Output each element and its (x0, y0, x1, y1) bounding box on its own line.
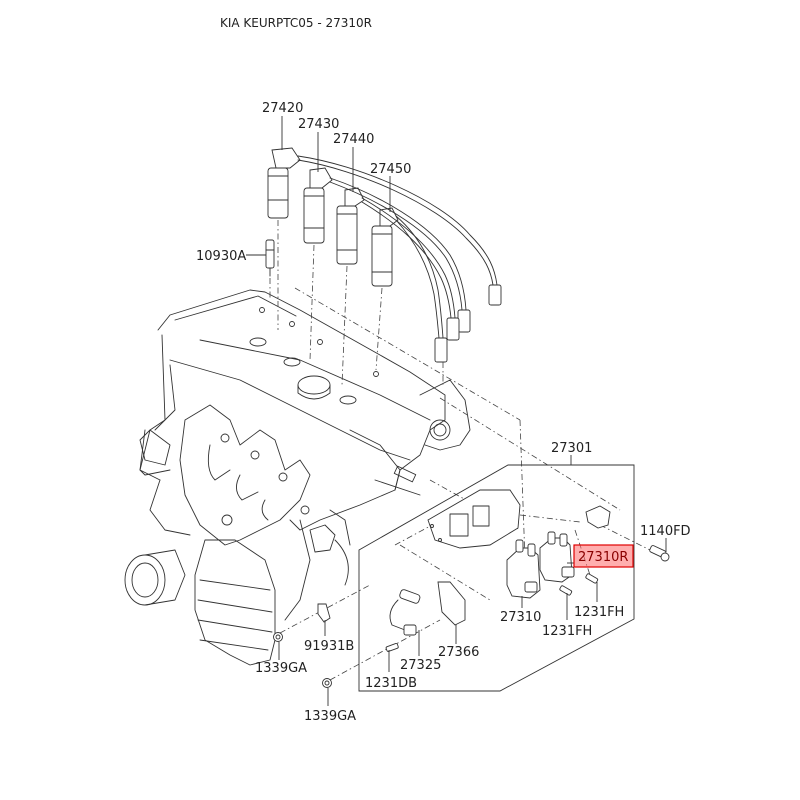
label-27450[interactable]: 27450 (370, 162, 411, 177)
cable-boot-27440 (336, 187, 365, 265)
label-91931B[interactable]: 91931B (304, 639, 354, 654)
label-10930A[interactable]: 10930A (196, 249, 246, 264)
engine-illustration (124, 289, 471, 666)
bolt-1140FD (649, 545, 670, 562)
diagram-title: KIA KEURPTC05 - 27310R (220, 16, 372, 30)
label-27366[interactable]: 27366 (438, 645, 479, 660)
label-27325[interactable]: 27325 (400, 658, 441, 673)
bolt-1231DB (385, 643, 399, 652)
highlight-box-27310R (573, 544, 634, 568)
label-27420[interactable]: 27420 (262, 101, 303, 116)
cable-boot-27450 (371, 207, 399, 287)
label-1140FD[interactable]: 1140FD (640, 524, 691, 539)
spark-plug-10930A (265, 239, 275, 277)
leader-lines (246, 116, 667, 706)
coil-cover-bracket (585, 505, 611, 529)
label-1339GA-b[interactable]: 1339GA (304, 709, 356, 724)
label-1231DB[interactable]: 1231DB (365, 676, 417, 691)
bolt-1231FH-b (585, 573, 599, 584)
nut-1339GA-a (273, 632, 283, 642)
assembly-frame-27301 (358, 455, 635, 692)
cable-boot-27430 (303, 167, 333, 244)
coil-bracket-plate (427, 489, 521, 549)
label-27310[interactable]: 27310 (500, 610, 541, 625)
bolt-1231FH-a (559, 585, 573, 596)
cable-boot-27420 (267, 147, 301, 219)
part-labels: 27420 27430 27440 27450 10930A 27301 114… (196, 101, 691, 724)
locator-lines (269, 220, 651, 681)
spark-plug-cables (267, 147, 502, 363)
nut-1339GA-b (322, 678, 332, 688)
label-27301[interactable]: 27301 (551, 441, 592, 456)
bracket-27366 (437, 581, 466, 626)
sensor-27325 (389, 589, 421, 636)
ignition-coil-27310 (506, 539, 541, 599)
clip-91931B (317, 603, 331, 623)
label-27430[interactable]: 27430 (298, 117, 339, 132)
label-1231FH-b[interactable]: 1231FH (542, 624, 592, 639)
ignition-coil-27310R (539, 531, 575, 583)
label-27310R-highlighted[interactable]: 27310R (578, 550, 628, 565)
label-1339GA-a[interactable]: 1339GA (255, 661, 307, 676)
label-27440[interactable]: 27440 (333, 132, 374, 147)
label-1231FH-a[interactable]: 1231FH (574, 605, 624, 620)
